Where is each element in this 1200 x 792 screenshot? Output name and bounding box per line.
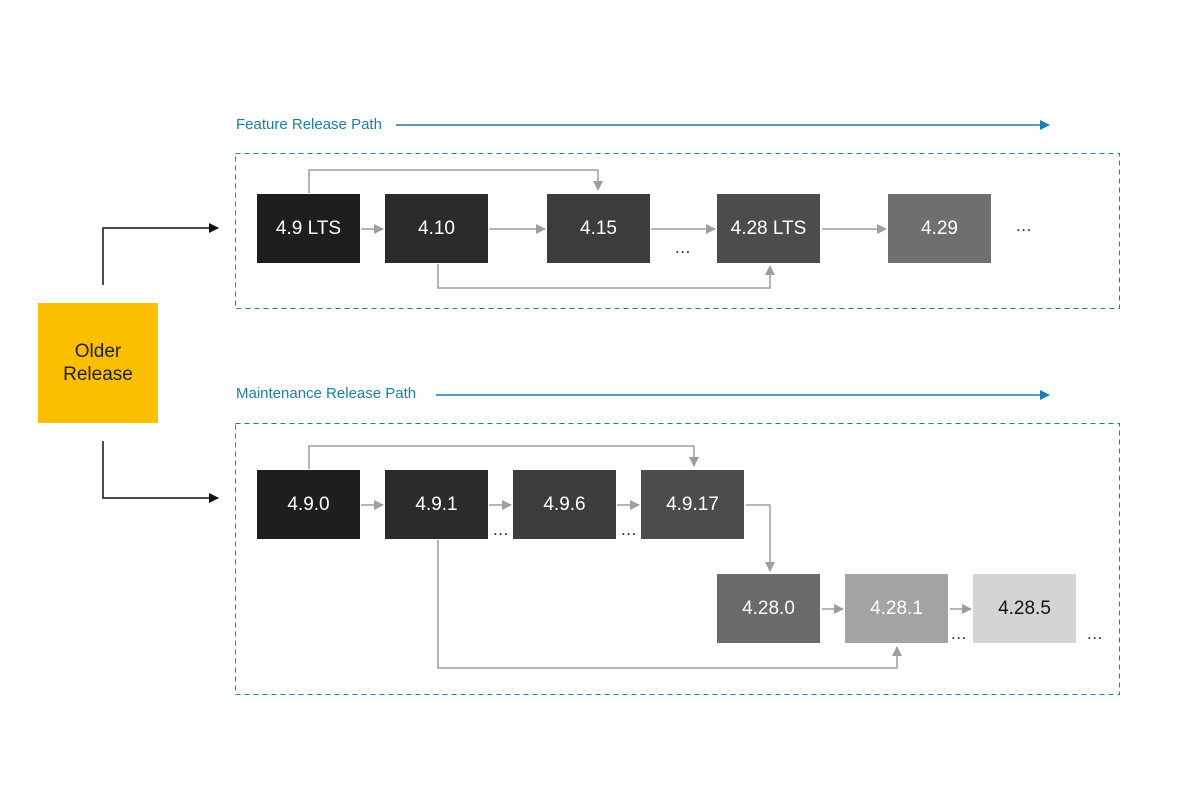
maintenance-down-connector xyxy=(746,504,775,572)
maintenance-node-4-28-0: 4.28.0 xyxy=(717,574,820,643)
maintenance-skip-top xyxy=(308,445,699,469)
older-release-label-line2: Release xyxy=(63,364,133,385)
feature-skip-bottom xyxy=(437,264,775,289)
older-release-label-line1: Older xyxy=(74,341,122,362)
maintenance-gap-marker-1: ... xyxy=(493,520,509,539)
origin-to-feature-arrow xyxy=(102,223,219,285)
maintenance-node-4-9-1: 4.9.1 xyxy=(385,470,488,539)
maintenance-continuation-marker: ... xyxy=(1087,624,1103,643)
maintenance-path-title: Maintenance Release Path xyxy=(236,385,417,402)
origin-to-maintenance-arrow xyxy=(102,441,219,503)
older-release-box: Older Release xyxy=(38,303,158,423)
maintenance-node-4-28-1: 4.28.1 xyxy=(845,574,948,643)
feature-node-4-15: 4.15 xyxy=(547,194,650,263)
maintenance-path-container xyxy=(235,423,1120,695)
feature-node-4-9-lts: 4.9 LTS xyxy=(257,194,360,263)
feature-gap-marker: ... xyxy=(675,238,691,257)
maintenance-node-4-28-5: 4.28.5 xyxy=(973,574,1076,643)
maintenance-node-4-9-0: 4.9.0 xyxy=(257,470,360,539)
feature-node-4-10: 4.10 xyxy=(385,194,488,263)
feature-path-title: Feature Release Path xyxy=(236,116,382,133)
feature-skip-top xyxy=(308,169,603,193)
feature-continuation-marker: ... xyxy=(1016,216,1032,235)
maintenance-gap-marker-3: ... xyxy=(951,624,967,643)
feature-node-4-29: 4.29 xyxy=(888,194,991,263)
feature-node-4-28-lts: 4.28 LTS xyxy=(717,194,820,263)
maintenance-skip-bottom xyxy=(437,540,902,669)
maintenance-gap-marker-2: ... xyxy=(621,520,637,539)
maintenance-node-4-9-6: 4.9.6 xyxy=(513,470,616,539)
maintenance-node-4-9-17: 4.9.17 xyxy=(641,470,744,539)
